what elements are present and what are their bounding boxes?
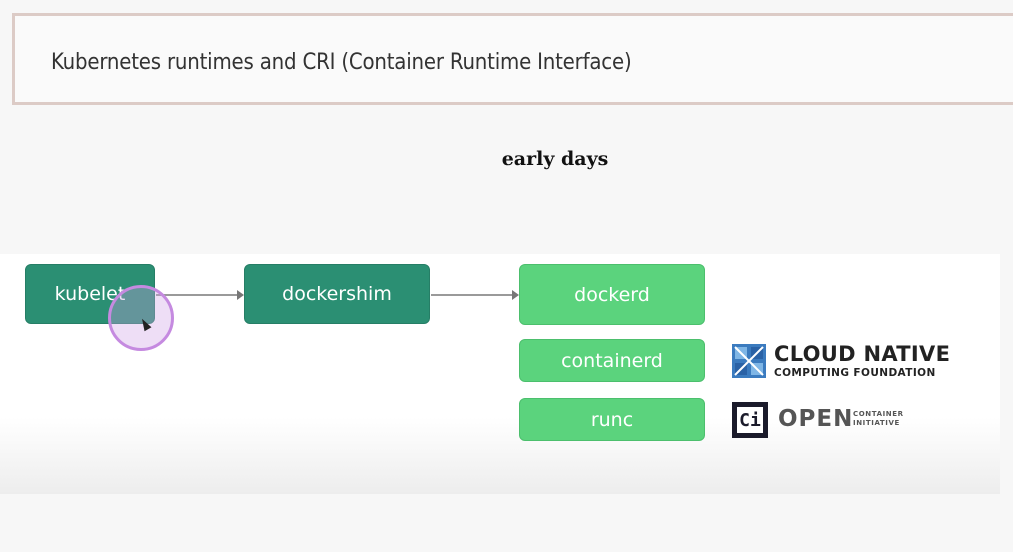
oci-logo-icon: Ci	[732, 402, 768, 438]
cncf-logo: CLOUD NATIVE COMPUTING FOUNDATION	[732, 342, 951, 380]
node-containerd-label: containerd	[561, 349, 663, 372]
cncf-logo-line1: CLOUD NATIVE	[774, 342, 951, 366]
node-containerd: containerd	[519, 339, 705, 382]
slide-subtitle: early days	[501, 148, 609, 170]
cursor-highlight	[108, 285, 174, 351]
node-runc-label: runc	[590, 408, 634, 431]
cncf-logo-line2: COMPUTING FOUNDATION	[774, 367, 936, 379]
node-dockershim: dockershim	[244, 264, 430, 324]
oci-logo: Ci OPEN CONTAINER INITIATIVE	[732, 402, 922, 440]
node-runc: runc	[519, 398, 705, 441]
arrow-kubelet-to-dockershim	[156, 290, 244, 300]
node-dockershim-label: dockershim	[282, 283, 392, 305]
cncf-logo-icon	[732, 344, 766, 378]
oci-logo-small-text: CONTAINER INITIATIVE	[853, 410, 904, 428]
node-dockerd: dockerd	[519, 264, 705, 325]
oci-logo-small-line2: INITIATIVE	[853, 419, 900, 427]
node-kubelet-label: kubelet	[54, 283, 126, 305]
node-dockerd-label: dockerd	[574, 283, 650, 306]
oci-logo-mark-text: Ci	[737, 407, 763, 433]
slide-title: Kubernetes runtimes and CRI (Container R…	[51, 50, 632, 75]
oci-logo-small-line1: CONTAINER	[853, 410, 904, 418]
oci-logo-word: OPEN	[778, 406, 854, 432]
arrow-dockershim-to-dockerd	[431, 290, 519, 300]
title-bar: Kubernetes runtimes and CRI (Container R…	[12, 13, 1013, 105]
